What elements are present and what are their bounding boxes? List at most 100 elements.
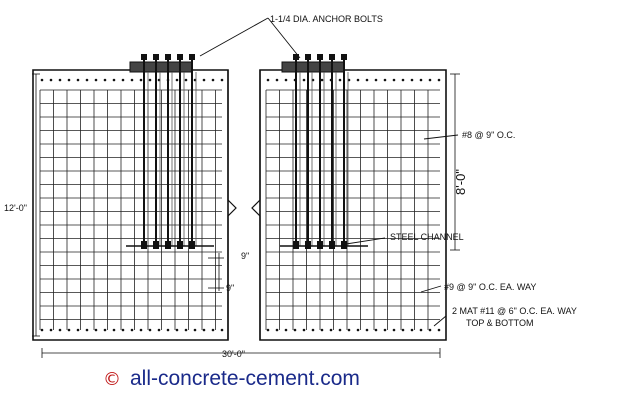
rebar-dot — [365, 328, 369, 332]
rebar-dot — [338, 78, 342, 82]
anchor-nut — [317, 54, 323, 60]
rebar-dot — [139, 328, 143, 332]
rebar-dot — [148, 328, 152, 332]
anchor-nut — [141, 54, 147, 60]
anchor-bolts-label: 1-1/4 DIA. ANCHOR BOLTS — [270, 14, 383, 24]
rebar-dot — [49, 78, 53, 82]
rebar-dot — [202, 78, 206, 82]
rebar-top-label: #8 @ 9" O.C. — [462, 130, 515, 140]
rebar-dot — [220, 328, 224, 332]
rebar-dot — [103, 328, 107, 332]
rebar-dot — [184, 328, 188, 332]
rebar-grid-left — [39, 89, 222, 330]
rebar-dot — [139, 78, 143, 82]
rebar-dot — [103, 78, 107, 82]
rebar-dot — [58, 328, 62, 332]
rebar-dot — [275, 78, 279, 82]
rebar-dot — [392, 328, 396, 332]
rebar-dot — [293, 328, 297, 332]
site-credit: all-concrete-cement.com — [130, 367, 360, 390]
anchor-nut-bottom — [293, 241, 299, 249]
rebar-dot — [220, 78, 224, 82]
anchor-nut-bottom — [341, 241, 347, 249]
anchor-nut-bottom — [329, 241, 335, 249]
rebar-dot — [419, 328, 423, 332]
rebar-dot — [437, 328, 441, 332]
rebar-dot — [383, 328, 387, 332]
anchor-nut-bottom — [165, 241, 171, 249]
rebar-dot — [347, 328, 351, 332]
rebar-dot — [112, 328, 116, 332]
rebar-dot — [193, 328, 197, 332]
leaders — [199, 17, 459, 327]
rebar-dot — [356, 328, 360, 332]
rebar-dot — [76, 78, 80, 82]
anchor-nut — [293, 54, 299, 60]
anchor-nut — [165, 54, 171, 60]
spacing-label-a: 9" — [241, 251, 249, 261]
rebar-grid-right — [265, 89, 440, 330]
anchor-nut — [329, 54, 335, 60]
anchor-nut — [305, 54, 311, 60]
anchor-bolts — [129, 54, 349, 249]
rebar-dot — [121, 78, 125, 82]
rebar-dot — [383, 78, 387, 82]
rebar-dot — [320, 78, 324, 82]
rebar-dot — [401, 78, 405, 82]
rebar-dot — [166, 328, 170, 332]
rebar-dot — [275, 328, 279, 332]
steel-channel-label: STEEL CHANNEL — [390, 232, 464, 242]
anchor-nut-bottom — [177, 241, 183, 249]
spacing-label-b: 9" — [226, 283, 234, 293]
rebar-dot — [121, 328, 125, 332]
rebar-dot — [148, 78, 152, 82]
anchor-nut-bottom — [317, 241, 323, 249]
rebar-dot — [58, 78, 62, 82]
rebar-dot — [112, 78, 116, 82]
anchor-nut — [153, 54, 159, 60]
anchor-nut-bottom — [153, 241, 159, 249]
rebar-dot — [266, 78, 270, 82]
rebar-dot — [356, 78, 360, 82]
rebar-dot — [374, 78, 378, 82]
rebar-dot — [184, 78, 188, 82]
rebar-ea-way-label: #9 @ 9" O.C. EA. WAY — [444, 282, 536, 292]
height-8-label: 8'-0" — [453, 169, 468, 195]
rebar-dot — [211, 328, 215, 332]
rebar-dot — [94, 328, 98, 332]
rebar-dot — [266, 328, 270, 332]
rebar-dot — [302, 78, 306, 82]
rebar-dot — [329, 328, 333, 332]
rebar-dot — [437, 78, 441, 82]
anchor-nut — [177, 54, 183, 60]
rebar-dot — [410, 78, 414, 82]
rebar-dot — [85, 78, 89, 82]
rebar-dot — [67, 78, 71, 82]
rebar-dot — [49, 328, 53, 332]
concrete-outline — [32, 69, 447, 341]
rebar-dot — [311, 328, 315, 332]
rebar-dots — [40, 78, 441, 332]
break-line — [227, 70, 261, 340]
rebar-dot — [302, 328, 306, 332]
anchor-nut-bottom — [305, 241, 311, 249]
anchor-plate — [129, 61, 193, 73]
height-12-label: 12'-0" — [4, 203, 27, 213]
rebar-dot — [40, 328, 44, 332]
rebar-dot — [211, 78, 215, 82]
rebar-dot — [76, 328, 80, 332]
width-30-label: 30'-0" — [222, 349, 245, 359]
rebar-dot — [401, 328, 405, 332]
rebar-dot — [175, 328, 179, 332]
rebar-dot — [284, 328, 288, 332]
rebar-dot — [85, 328, 89, 332]
copyright-symbol: © — [103, 369, 121, 390]
rebar-dot — [374, 328, 378, 332]
rebar-dot — [175, 78, 179, 82]
anchor-nut-bottom — [141, 241, 147, 249]
rebar-dot — [428, 328, 432, 332]
rebar-dot — [67, 328, 71, 332]
rebar-dot — [284, 78, 288, 82]
rebar-dot — [130, 328, 134, 332]
